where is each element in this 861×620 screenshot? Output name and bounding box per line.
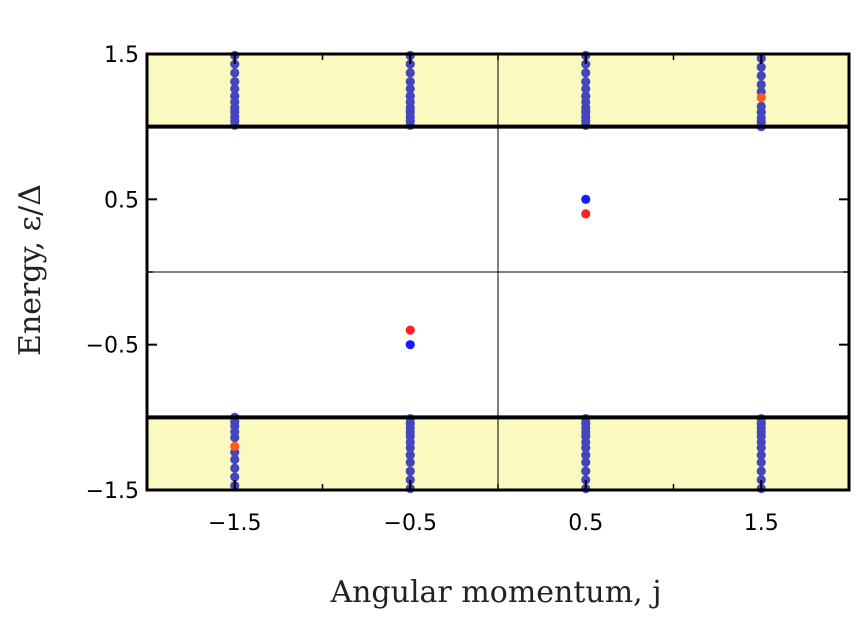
data-point [581, 68, 591, 78]
data-point [230, 441, 240, 451]
data-point [230, 463, 240, 473]
data-point [230, 454, 240, 465]
x-tick-label: −0.5 [384, 511, 437, 536]
data-point [581, 84, 591, 94]
axis-ticks: −1.5 −0.5 0.5 1.5 −1.5 −0.5 0.5 1.5 [86, 43, 849, 536]
data-point [581, 443, 591, 453]
data-point [581, 209, 591, 219]
data-point [405, 466, 415, 476]
data-point [405, 59, 415, 69]
data-point [405, 450, 415, 460]
data-point [756, 79, 766, 90]
data-point [230, 59, 240, 69]
data-point [230, 91, 240, 101]
y-tick-label: 1.5 [104, 43, 139, 68]
data-point [405, 91, 415, 101]
data-point [756, 443, 766, 453]
data-point [756, 93, 766, 103]
data-point [230, 68, 240, 78]
data-point [581, 194, 591, 204]
data-point [230, 84, 240, 94]
data-point [581, 450, 591, 460]
data-point [581, 59, 591, 69]
data-point [230, 77, 240, 87]
data-point [405, 443, 415, 453]
data-point [405, 325, 415, 335]
data-point [405, 457, 415, 467]
data-point [756, 62, 766, 72]
data-point [756, 475, 766, 485]
data-point [581, 91, 591, 101]
data-point [756, 466, 766, 476]
x-axis-title: Angular momentum, j [329, 575, 661, 610]
data-point [230, 433, 240, 443]
data-point [405, 68, 415, 78]
data-point [581, 77, 591, 87]
data-point [230, 472, 240, 482]
x-tick-label: −1.5 [208, 511, 261, 536]
data-point [581, 466, 591, 476]
x-tick-label: 0.5 [568, 511, 603, 536]
data-point [756, 457, 766, 467]
data-point [405, 340, 415, 350]
y-axis-title: Energy, ε/Δ [13, 184, 48, 356]
data-point [756, 450, 766, 460]
data-point [581, 457, 591, 467]
y-tick-label: 0.5 [104, 188, 139, 213]
data-point [405, 475, 415, 485]
data-point [756, 71, 766, 81]
data-point [581, 475, 591, 485]
y-tick-label: −1.5 [86, 479, 139, 504]
y-tick-label: −0.5 [86, 334, 139, 359]
data-point [405, 84, 415, 94]
x-tick-label: 1.5 [744, 511, 779, 536]
data-point [756, 101, 766, 111]
data-point [405, 77, 415, 87]
